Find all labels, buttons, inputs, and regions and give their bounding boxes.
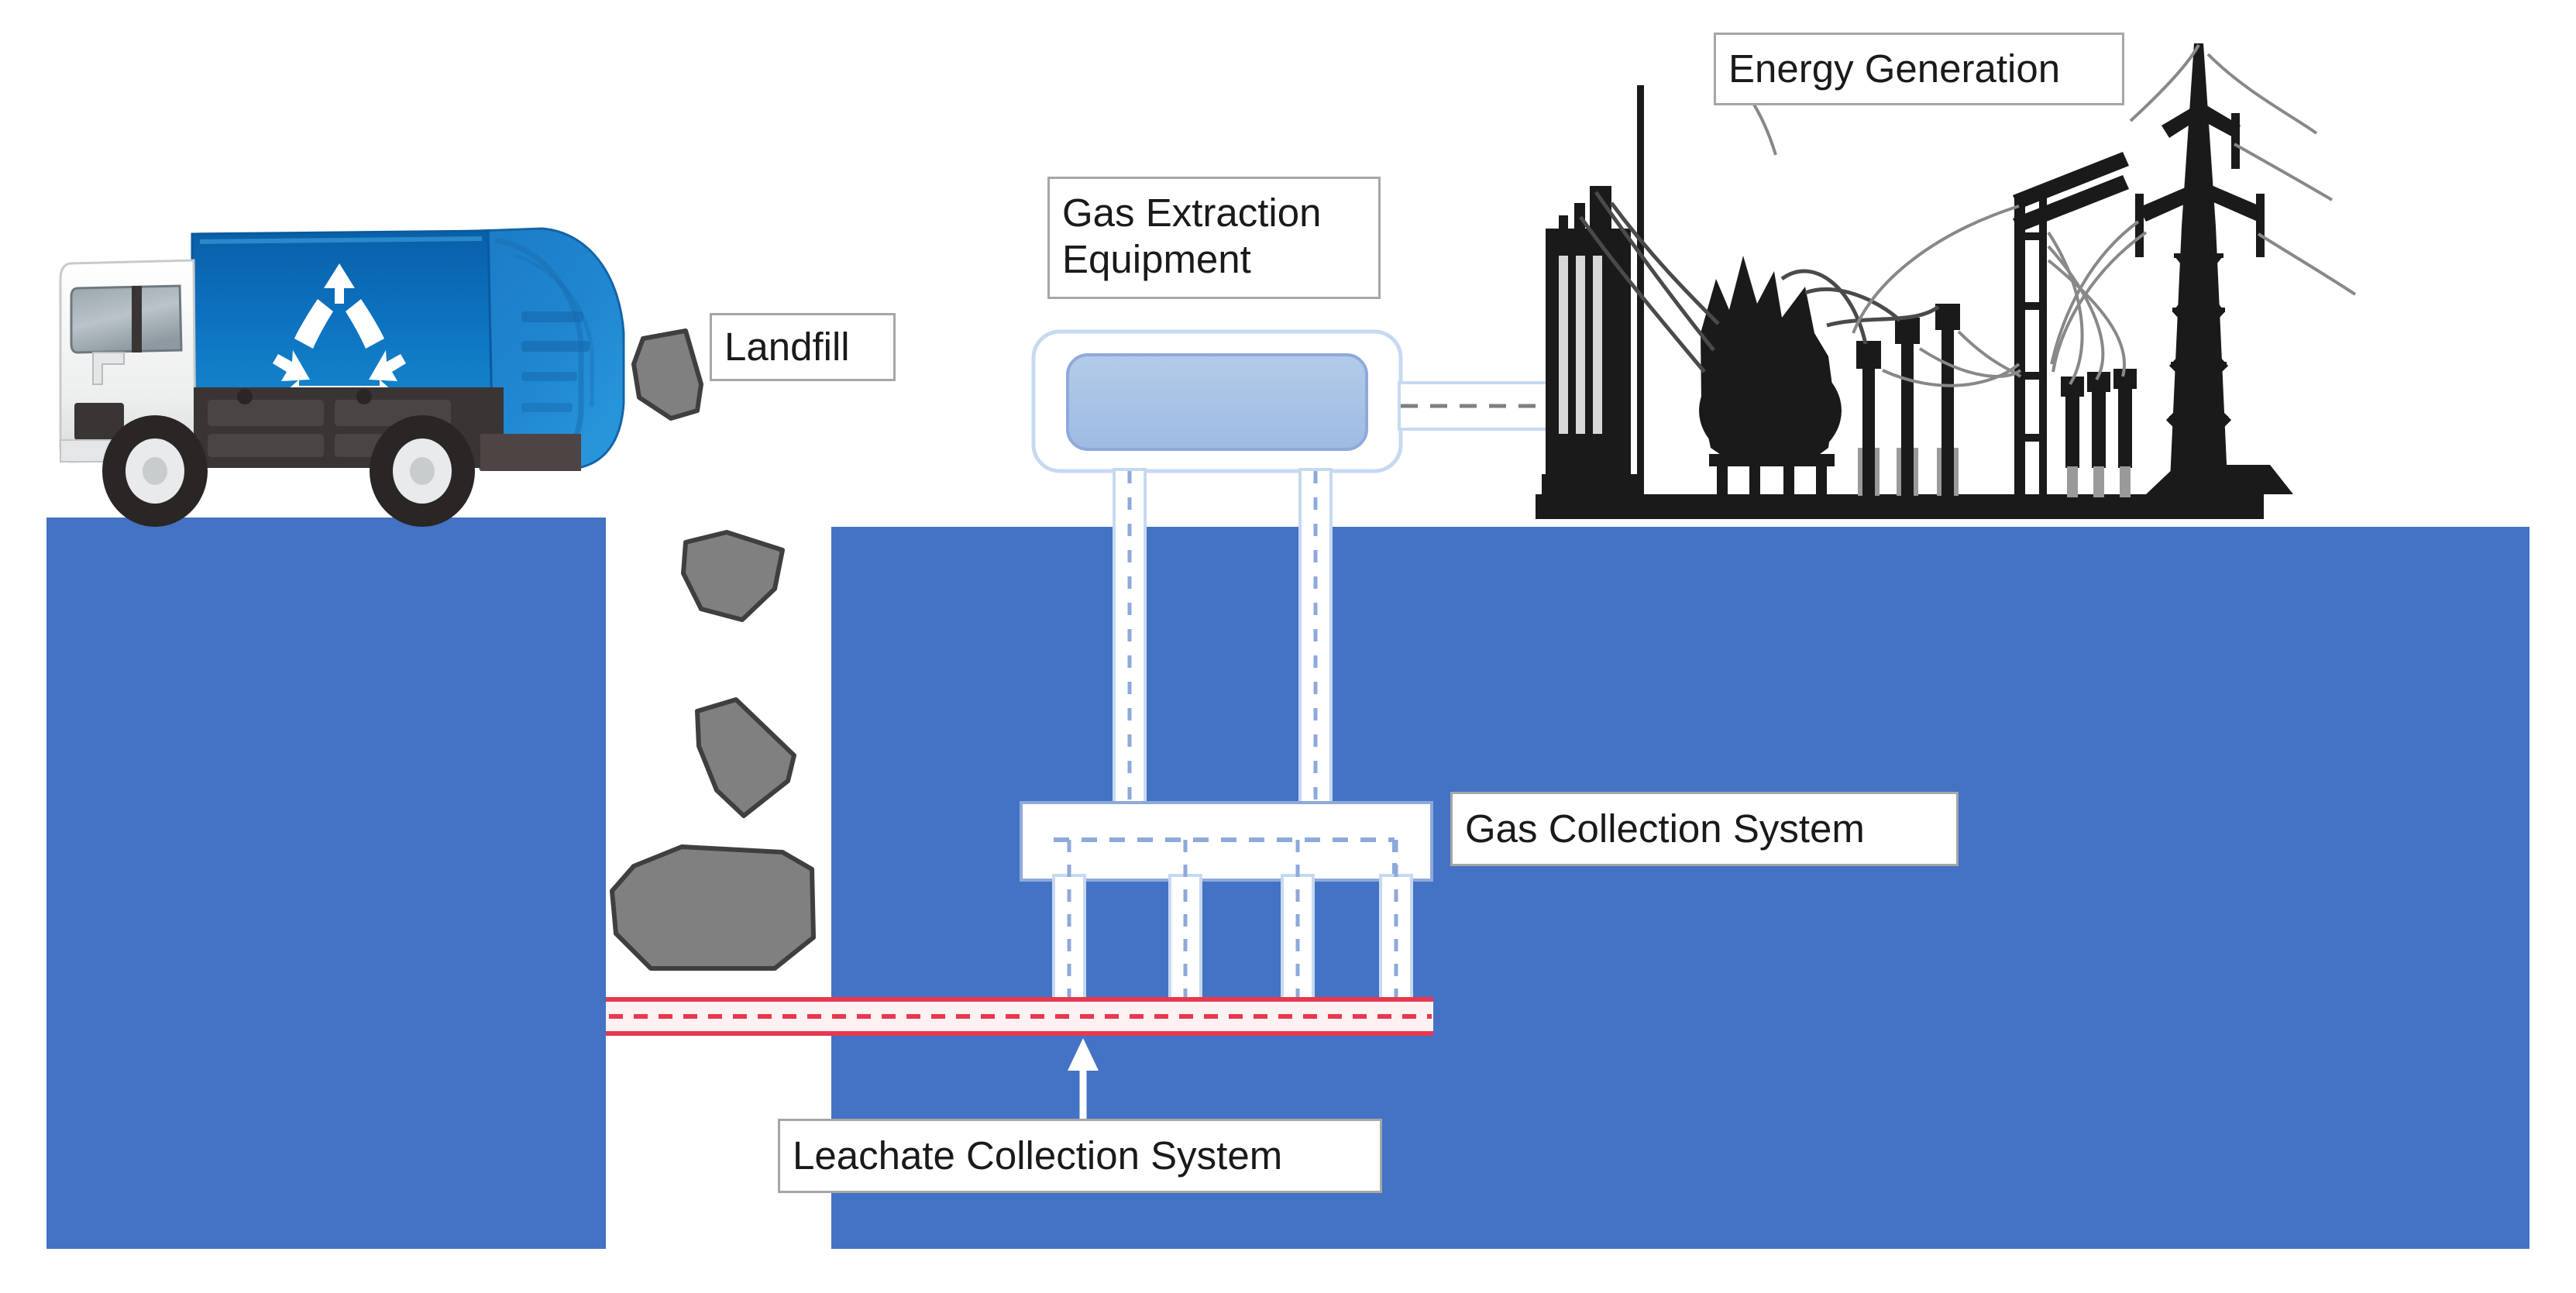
- hopper-vent: [521, 341, 590, 352]
- transformer-base-beam: [1709, 454, 1835, 466]
- substation-pad: [1536, 494, 2264, 519]
- chassis-bolt: [356, 389, 372, 404]
- label-gas-collection-system: Gas Collection System: [1450, 792, 1959, 866]
- gantry-structure: [2013, 152, 2129, 497]
- energy-generation-substation: [1536, 43, 2293, 519]
- transformer-legs: [1816, 460, 1827, 497]
- waste-piece: [610, 844, 816, 971]
- transformer-legs: [1749, 460, 1760, 497]
- chassis-panel: [208, 434, 324, 457]
- leachate-collection-layer: [606, 997, 1433, 1036]
- hopper-vent: [521, 403, 573, 412]
- label-gas-extraction-equipment-text: Gas Extraction Equipment: [1062, 191, 1322, 282]
- cab-window-divider: [132, 286, 142, 352]
- gas-riser-pipes: [1113, 468, 1333, 813]
- gas-collection-manifold: [1020, 801, 1433, 882]
- body-highlight: [199, 236, 483, 244]
- label-leachate-collection-system: Leachate Collection System: [778, 1119, 1382, 1193]
- landfill-waste-group: [610, 328, 816, 971]
- label-energy-generation: Energy Generation: [1714, 33, 2124, 105]
- recycling-collection-truck: [59, 227, 625, 527]
- cab-mirror: [92, 352, 125, 385]
- generator-stack-small: [1559, 215, 1568, 236]
- bushing-insulator-group: [1856, 304, 1960, 496]
- label-energy-generation-text: Energy Generation: [1728, 46, 2061, 91]
- waste-piece: [631, 328, 703, 421]
- chassis-bolt: [237, 389, 253, 404]
- truck-rear-step: [480, 434, 581, 471]
- leachate-label-arrow: [1068, 1038, 1099, 1127]
- hopper-vent: [521, 311, 583, 322]
- truck-wheel-front: [102, 415, 208, 527]
- conductor-wires-thin: [1726, 44, 2357, 387]
- truck-wheel-rear: [370, 415, 475, 527]
- conductor-wires: [1578, 191, 1940, 373]
- hopper-vent: [521, 372, 577, 381]
- label-leachate-collection-system-text: Leachate Collection System: [793, 1133, 1283, 1178]
- label-gas-collection-system-text: Gas Collection System: [1465, 806, 1865, 851]
- insulator-string-group: [2061, 369, 2137, 497]
- label-landfill: Landfill: [710, 313, 896, 381]
- label-gas-extraction-equipment: Gas Extraction Equipment: [1047, 177, 1381, 299]
- chassis-panel: [208, 400, 324, 426]
- waste-piece: [695, 697, 796, 818]
- transformer-legs: [1717, 460, 1728, 497]
- cab-window: [70, 284, 183, 354]
- transformer-tank: [1699, 355, 1842, 466]
- tower-base-mound: [2163, 465, 2242, 497]
- label-landfill-text: Landfill: [724, 324, 850, 369]
- waste-piece: [681, 530, 785, 622]
- transformer-legs: [1783, 460, 1794, 497]
- generator-base: [1542, 474, 1638, 496]
- hopper-crease-2: [514, 253, 594, 407]
- lightning-mast: [1637, 85, 1644, 496]
- cab-grille: [74, 403, 124, 440]
- gas-extraction-unit: [1031, 329, 1403, 473]
- transmission-tower: [2135, 43, 2265, 497]
